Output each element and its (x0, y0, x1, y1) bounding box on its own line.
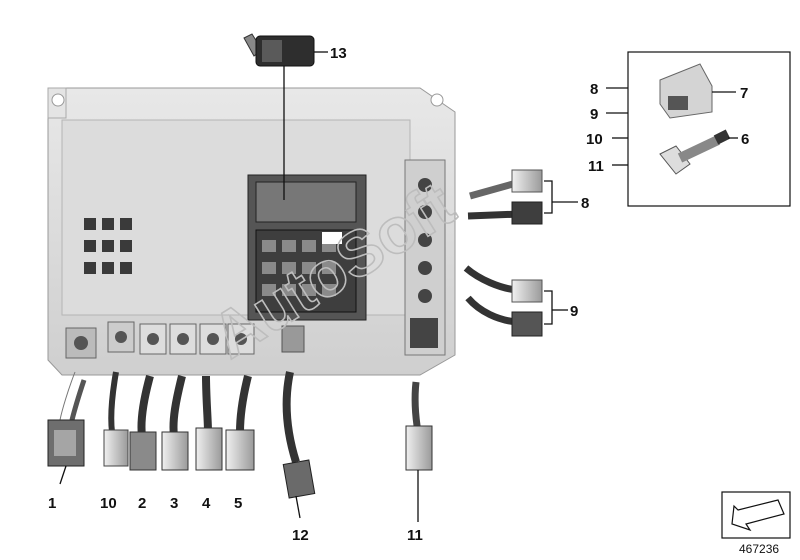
leader-lines (59, 51, 578, 522)
inset-callout-6: 6 (741, 131, 749, 148)
part-13-connector (243, 33, 315, 67)
orientation-arrow-icon (721, 491, 791, 539)
callout-2: 2 (138, 495, 146, 512)
plug-9-lower (465, 295, 543, 337)
navigation-unit (47, 87, 456, 376)
part-7-cap (659, 63, 736, 119)
side-jack-column (404, 159, 446, 356)
callout-9: 9 (570, 303, 578, 320)
bottom-plugs (47, 371, 433, 499)
plug-4 (195, 375, 223, 471)
detail-inset (606, 51, 791, 207)
part-6-plug (659, 129, 738, 175)
inset-callout-10: 10 (586, 131, 603, 148)
plug-2 (129, 374, 157, 471)
plug-1 (47, 371, 87, 467)
inset-callout-11: 11 (588, 158, 604, 175)
callout-numbers: 1 10 2 3 4 5 12 11 13 8 9 8 9 10 11 7 6 (48, 45, 749, 544)
plug-11 (405, 381, 433, 471)
plug-8-upper (469, 169, 543, 200)
plug-10 (103, 371, 129, 467)
main-connector-block (247, 174, 367, 321)
right-plugs (463, 169, 543, 337)
callout-1: 1 (48, 495, 56, 512)
callout-13: 13 (330, 45, 347, 62)
callout-8: 8 (581, 195, 589, 212)
callout-4: 4 (202, 495, 211, 512)
plug-5 (225, 375, 255, 471)
inset-callout-9: 9 (590, 106, 598, 123)
callout-12: 12 (292, 527, 309, 544)
callout-11: 11 (407, 527, 423, 544)
plug-12 (282, 371, 316, 499)
plug-8-lower (467, 201, 543, 225)
diagram-id: 467236 (739, 542, 779, 556)
vent-grid (84, 218, 132, 274)
callout-10: 10 (100, 495, 117, 512)
plug-9-upper (463, 265, 543, 303)
plug-3 (161, 375, 189, 471)
callout-5: 5 (234, 495, 242, 512)
bottom-socket-row (65, 321, 305, 359)
inset-callout-7: 7 (740, 85, 748, 102)
inset-callout-8: 8 (590, 81, 598, 98)
callout-3: 3 (170, 495, 178, 512)
